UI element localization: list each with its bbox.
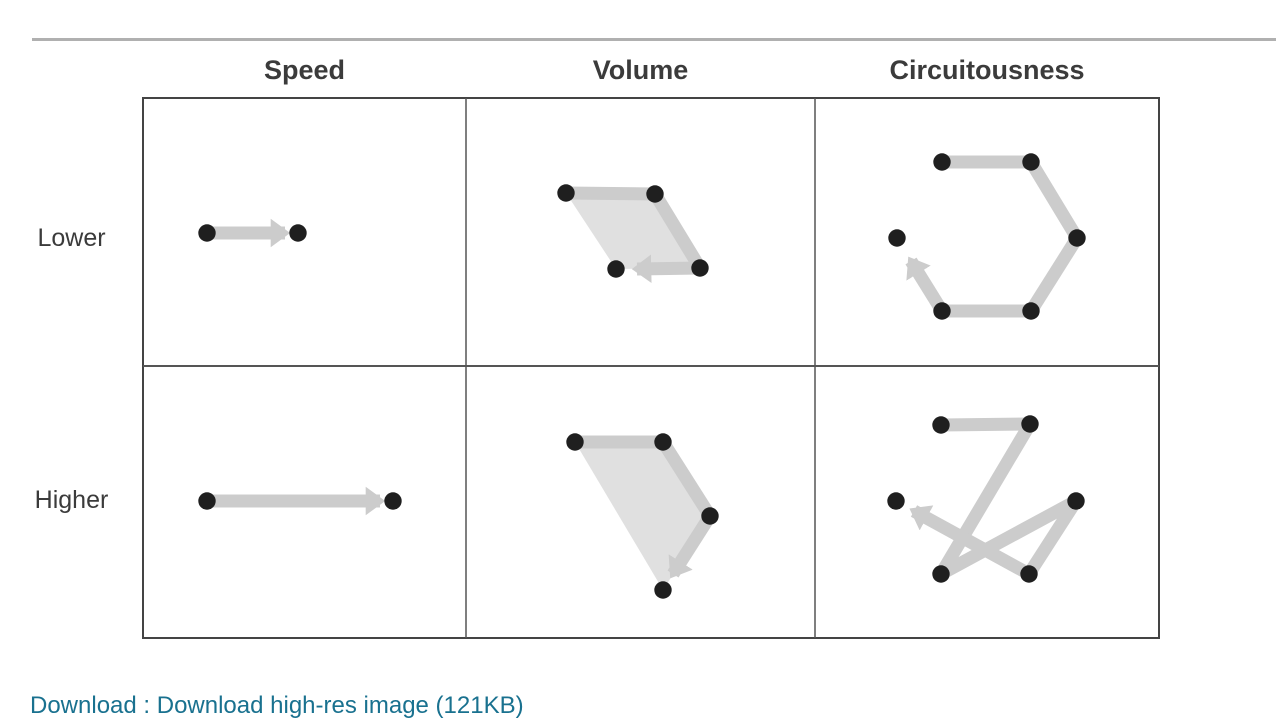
trajectory-dot: [289, 224, 307, 242]
trajectory-segment: [909, 505, 1033, 580]
trajectory-dot: [566, 433, 584, 451]
trajectory-segment: [667, 512, 716, 579]
trajectory-segment: [649, 190, 706, 272]
cell-lower-volume: [557, 184, 709, 284]
trajectory-dot: [654, 581, 672, 599]
trajectory-dot: [933, 153, 951, 171]
trajectory-segment: [940, 417, 1031, 432]
trajectory-segment: [905, 256, 948, 315]
grid-border: [142, 97, 1160, 639]
trajectory-segment: [631, 254, 701, 284]
trajectory-dot: [701, 507, 719, 525]
trajectory-dot: [1021, 415, 1039, 433]
trajectory-dot: [932, 565, 950, 583]
trajectory-dot: [1020, 565, 1038, 583]
trajectory-dot: [646, 185, 664, 203]
row-label-higher: Higher: [34, 486, 109, 514]
trajectory-segment: [937, 495, 1080, 580]
trajectory-dot: [1067, 492, 1085, 510]
cell-lower-circuitousness: [888, 153, 1086, 320]
trajectory-dot: [1022, 302, 1040, 320]
trajectory-segment: [935, 420, 1036, 578]
trajectory-dot: [557, 184, 575, 202]
trajectory-dot: [933, 302, 951, 320]
trajectory-dot: [932, 416, 950, 434]
top-divider: [32, 38, 1276, 41]
trajectory-dot: [607, 260, 625, 278]
column-header-volume: Volume: [592, 55, 689, 85]
swept-area: [566, 193, 700, 269]
trajectory-segment: [565, 186, 656, 201]
cell-lower-speed: [198, 218, 307, 248]
column-header-circuitousness: Circuitousness: [889, 55, 1085, 85]
cell-higher-speed: [198, 486, 402, 516]
cell-higher-circuitousness: [887, 415, 1085, 583]
cell-higher-volume: [566, 433, 719, 599]
grid: [142, 97, 1160, 639]
trajectory-segment: [1025, 158, 1083, 242]
trajectory-dot: [888, 229, 906, 247]
trajectory-segment: [1023, 497, 1082, 578]
swept-area: [575, 442, 710, 590]
row-label-lower: Lower: [37, 224, 106, 252]
trajectory-dot: [198, 492, 216, 510]
trajectory-dot: [654, 433, 672, 451]
column-header-speed: Speed: [263, 55, 346, 85]
trajectory-dot: [691, 259, 709, 277]
trajectory-dot: [887, 492, 905, 510]
trajectory-segment: [657, 438, 716, 520]
trajectory-dot: [1022, 153, 1040, 171]
trajectory-dot: [384, 492, 402, 510]
trajectory-dot: [198, 224, 216, 242]
trajectory-dot: [1068, 229, 1086, 247]
trajectory-segment: [1025, 234, 1083, 315]
download-high-res-link[interactable]: Download : Download high-res image (121K…: [30, 692, 524, 719]
